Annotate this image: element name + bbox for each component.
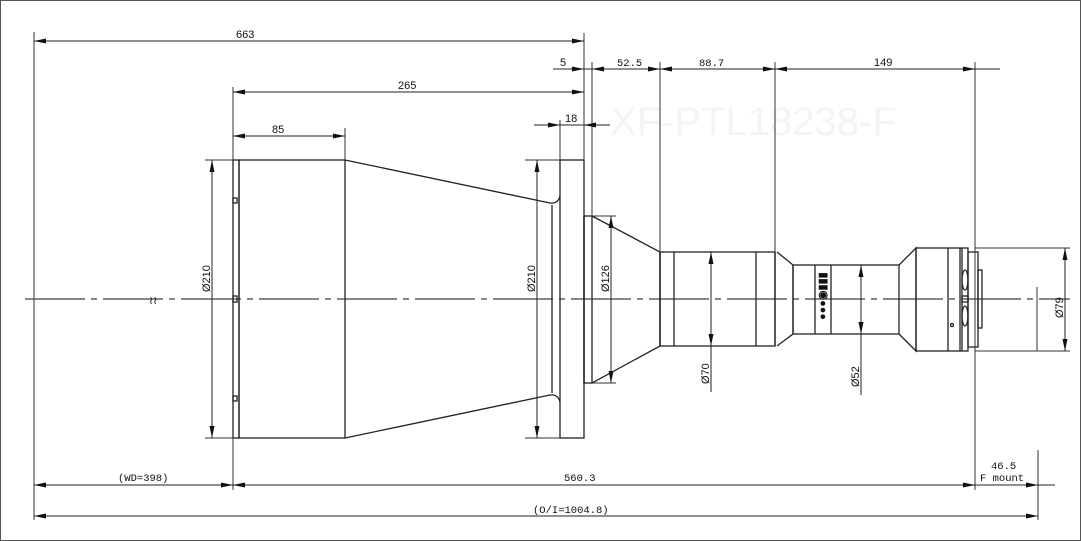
dim-label-oi: (O/I=1004.8) bbox=[533, 505, 609, 517]
dim-label-dia-52: Ø52 bbox=[850, 366, 862, 387]
mid-barrel bbox=[659, 251, 794, 347]
dim-label-46-5: 46.5 bbox=[991, 461, 1016, 473]
dim-label-dia-70: Ø70 bbox=[700, 363, 712, 384]
rear-barrel: ●●●◉▮▮▮ bbox=[792, 246, 917, 353]
dim-label-52-5: 52.5 bbox=[617, 58, 642, 70]
extension-lines bbox=[33, 32, 1070, 520]
dim-label-wd: (WD=398) bbox=[118, 473, 168, 485]
watermark-text: XF-PTL18238-F bbox=[610, 100, 897, 144]
dim-dia-flange: Ø210 bbox=[526, 160, 540, 438]
dim-label-149: 149 bbox=[874, 57, 892, 69]
dim-dia-70: Ø70 bbox=[700, 252, 714, 392]
dim-label-663: 663 bbox=[236, 29, 254, 41]
dim-85: 85 bbox=[233, 124, 345, 139]
dim-label-560-3: 560.3 bbox=[564, 473, 596, 485]
front-barrel bbox=[232, 159, 346, 439]
dim-18: 18 bbox=[534, 113, 610, 128]
dim-label-dia-210-front: Ø210 bbox=[201, 265, 213, 292]
dim-265: 265 bbox=[233, 80, 584, 95]
dim-dia-126: Ø126 bbox=[600, 216, 614, 383]
dim-label-dia-79: Ø79 bbox=[1054, 297, 1066, 318]
dim-label-265: 265 bbox=[398, 80, 416, 92]
dim-label-dia-210-flange: Ø210 bbox=[526, 265, 538, 292]
dim-663: 663 bbox=[34, 29, 584, 44]
dim-dia-front: Ø210 bbox=[201, 160, 215, 438]
break-symbol: ≀≀ bbox=[149, 295, 157, 307]
dim-bottom-chain: (WD=398) 560.3 46.5 F mount bbox=[34, 461, 1055, 488]
dim-dia-79: Ø79 bbox=[1036, 248, 1068, 351]
dim-oi: (O/I=1004.8) bbox=[34, 505, 1038, 519]
flange bbox=[559, 159, 593, 439]
dim-dia-52: Ø52 bbox=[850, 265, 864, 395]
engraving-marks: ●●●◉▮▮▮ bbox=[817, 272, 829, 320]
dim-chain-top: 5 52.5 88.7 149 bbox=[553, 57, 1000, 72]
dim-label-5: 5 bbox=[560, 57, 566, 69]
dim-label-85: 85 bbox=[272, 124, 284, 136]
dim-label-18: 18 bbox=[565, 113, 577, 125]
dim-label-88-7: 88.7 bbox=[699, 58, 724, 70]
dim-label-f-mount: F mount bbox=[980, 473, 1024, 485]
dim-label-dia-126: Ø126 bbox=[600, 265, 612, 292]
f-mount bbox=[915, 247, 983, 352]
